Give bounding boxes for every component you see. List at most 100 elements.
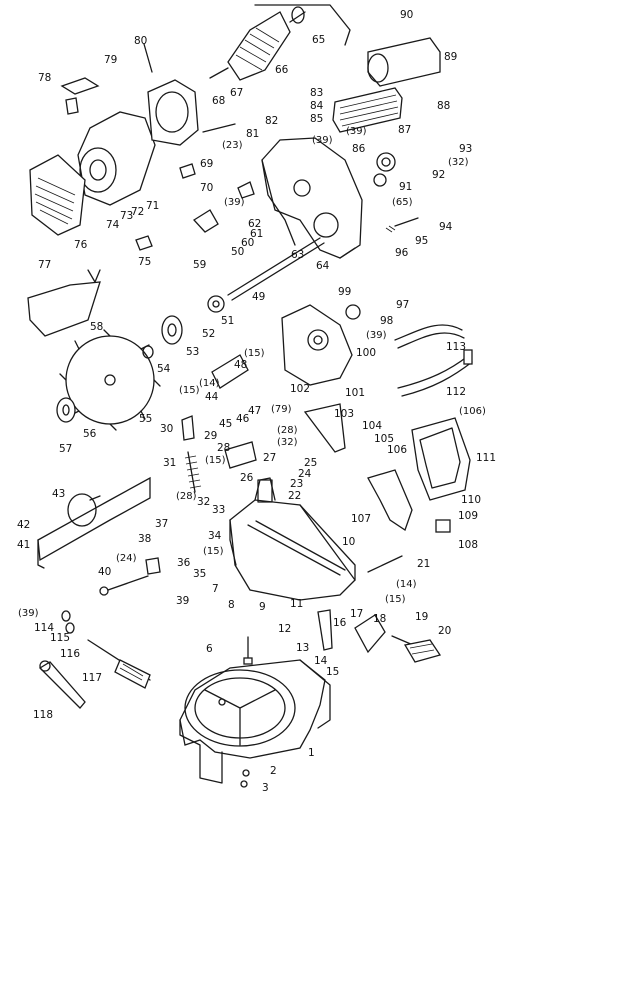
part-label-p77: 77 xyxy=(38,259,51,271)
turntable-part xyxy=(229,477,356,601)
part-label-p85: 85 xyxy=(310,113,323,125)
part-label-p113: 113 xyxy=(446,341,466,353)
part-label-p28a: 28 xyxy=(217,442,230,454)
part-label-p65b: (65) xyxy=(392,197,413,208)
part-label-p39d: (39) xyxy=(312,135,333,146)
part-label-p11: 11 xyxy=(290,598,303,610)
part-label-p118: 118 xyxy=(33,709,53,721)
part-label-p71: 71 xyxy=(146,200,159,212)
part-label-p14a: 14 xyxy=(314,655,328,667)
part-label-p65a: 65 xyxy=(312,34,325,46)
part-label-p39f: (39) xyxy=(366,330,387,341)
part-label-p39b: (39) xyxy=(18,608,39,619)
part-label-p46: 46 xyxy=(236,413,250,425)
part-label-p90: 90 xyxy=(400,9,413,21)
part-label-p108: 108 xyxy=(458,539,478,551)
blade-bag-part xyxy=(27,269,101,337)
part-label-p106a: 106 xyxy=(387,444,407,456)
part-label-p61: 61 xyxy=(250,228,263,240)
part-label-p78: 78 xyxy=(38,72,51,84)
part-label-p19: 19 xyxy=(415,611,428,623)
parts-drawing xyxy=(27,4,473,788)
part-label-p45: 45 xyxy=(219,418,232,430)
part-label-p87: 87 xyxy=(398,124,411,136)
lower-guard-part xyxy=(281,304,361,386)
part-label-p15c: (15) xyxy=(205,455,226,466)
part-label-p106b: (106) xyxy=(459,406,486,417)
part-label-p20: 20 xyxy=(438,625,451,637)
part-label-p97: 97 xyxy=(396,299,409,311)
part-label-p35: 35 xyxy=(193,568,206,580)
flange-part xyxy=(56,315,183,423)
part-label-p44: 44 xyxy=(205,391,219,403)
part-label-p16: 16 xyxy=(333,617,347,629)
part-label-p107: 107 xyxy=(351,513,371,525)
armature-part xyxy=(209,4,351,81)
lock-lever-part xyxy=(38,660,86,709)
part-label-p15b: (15) xyxy=(385,594,406,605)
part-label-p17: 17 xyxy=(350,608,363,620)
part-label-p94: 94 xyxy=(439,221,453,233)
part-label-p15e: (15) xyxy=(203,546,224,557)
part-label-p3: 3 xyxy=(262,782,269,794)
part-label-p7: 7 xyxy=(212,583,219,595)
part-label-p109: 109 xyxy=(458,510,478,522)
lock-knob-part xyxy=(354,614,442,663)
part-label-p101: 101 xyxy=(345,387,365,399)
fence-part xyxy=(37,476,151,569)
power-cord-part xyxy=(394,324,473,397)
part-label-p32c: (32) xyxy=(277,437,298,448)
part-label-p55: 55 xyxy=(139,413,152,425)
part-label-p53: 53 xyxy=(186,346,199,358)
base-part xyxy=(179,659,331,784)
part-label-p66: 66 xyxy=(275,64,289,76)
part-label-p23: 23 xyxy=(290,478,303,490)
part-label-p42: 42 xyxy=(17,519,30,531)
part-label-p95: 95 xyxy=(415,235,428,247)
part-label-p69: 69 xyxy=(200,158,213,170)
part-label-p80: 80 xyxy=(134,35,147,47)
part-label-p24b: (24) xyxy=(116,553,137,564)
miter-handle-part xyxy=(87,639,151,689)
part-label-p112: 112 xyxy=(446,386,466,398)
part-label-p37: 37 xyxy=(155,518,168,530)
part-label-p117: 117 xyxy=(82,672,102,684)
switch-handle-part xyxy=(367,417,471,533)
part-label-p56: 56 xyxy=(83,428,97,440)
part-label-p116: 116 xyxy=(60,648,80,660)
motor-housing-part xyxy=(77,79,199,206)
part-label-p41: 41 xyxy=(17,539,30,551)
part-label-p54: 54 xyxy=(157,363,171,375)
part-label-p64: 64 xyxy=(316,260,330,272)
part-label-p73: 73 xyxy=(120,210,133,222)
part-label-p103: 103 xyxy=(334,408,354,420)
part-label-p36: 36 xyxy=(177,557,191,569)
part-label-p70: 70 xyxy=(200,182,213,194)
part-label-p26: 26 xyxy=(240,472,254,484)
part-label-p105: 105 xyxy=(374,433,394,445)
part-label-p18: 18 xyxy=(373,613,386,625)
part-label-p8: 8 xyxy=(228,599,235,611)
part-label-p32b: (32) xyxy=(448,157,469,168)
part-label-p110: 110 xyxy=(461,494,481,506)
belt-cover-part xyxy=(332,37,441,133)
part-label-p22: 22 xyxy=(288,490,301,502)
part-label-p102: 102 xyxy=(290,383,310,395)
part-label-p62: 62 xyxy=(248,218,261,230)
part-label-p100: 100 xyxy=(356,347,376,359)
part-label-p75: 75 xyxy=(138,256,151,268)
part-label-p57: 57 xyxy=(59,443,72,455)
part-label-p27: 27 xyxy=(263,452,276,464)
fasteners-part xyxy=(60,43,419,788)
part-label-p92: 92 xyxy=(432,169,445,181)
part-label-p84: 84 xyxy=(310,100,324,112)
part-label-p58: 58 xyxy=(90,321,103,333)
part-label-p59: 59 xyxy=(193,259,206,271)
part-label-p39e: (39) xyxy=(346,126,367,137)
upper-guard-part xyxy=(261,137,363,259)
part-label-p10: 10 xyxy=(342,536,355,548)
part-label-p14c: (14) xyxy=(199,378,220,389)
part-label-p83: 83 xyxy=(310,87,323,99)
part-label-p96: 96 xyxy=(395,247,409,259)
part-label-p38: 38 xyxy=(138,533,151,545)
